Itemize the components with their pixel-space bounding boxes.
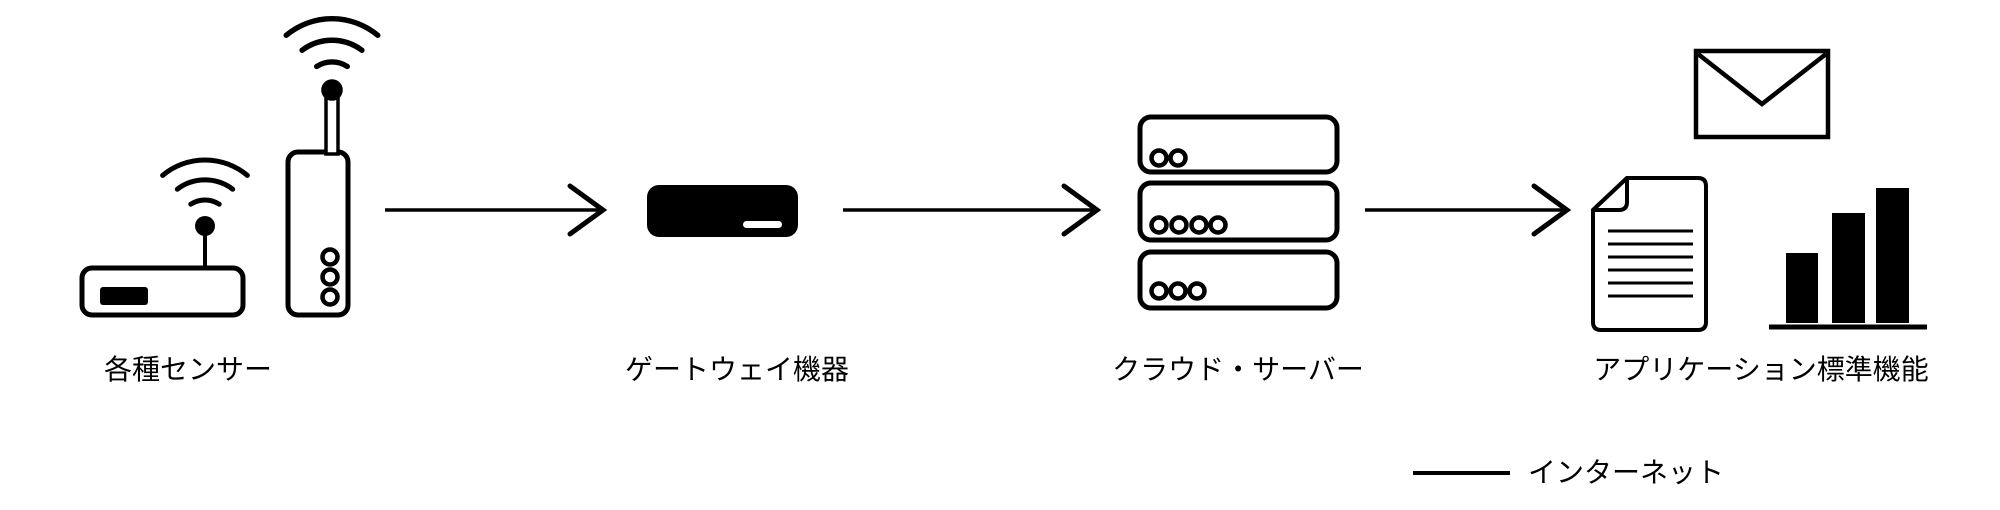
server-stack-icon [1137,114,1340,311]
email-envelope-icon [1693,48,1831,140]
node-label-gateway: ゲートウェイ機器 [624,354,850,385]
wifi-router-icon [79,160,247,318]
node-label-sensors: 各種センサー [103,354,273,385]
arrow-gateway-to-cloud [843,183,1102,237]
arrow-sensors-to-gateway [385,183,608,237]
wifi-sensor-icon [286,19,378,318]
node-label-application-features: アプリケーション標準機能 [1593,354,1929,385]
gateway-device-icon [647,185,798,237]
bar-chart-icon [1769,188,1927,330]
legend-label-internet: インターネット [1528,457,1725,488]
node-label-cloud-server: クラウド・サーバー [1112,354,1364,385]
arrow-cloud-to-apps [1365,183,1572,237]
document-icon [1591,176,1708,332]
